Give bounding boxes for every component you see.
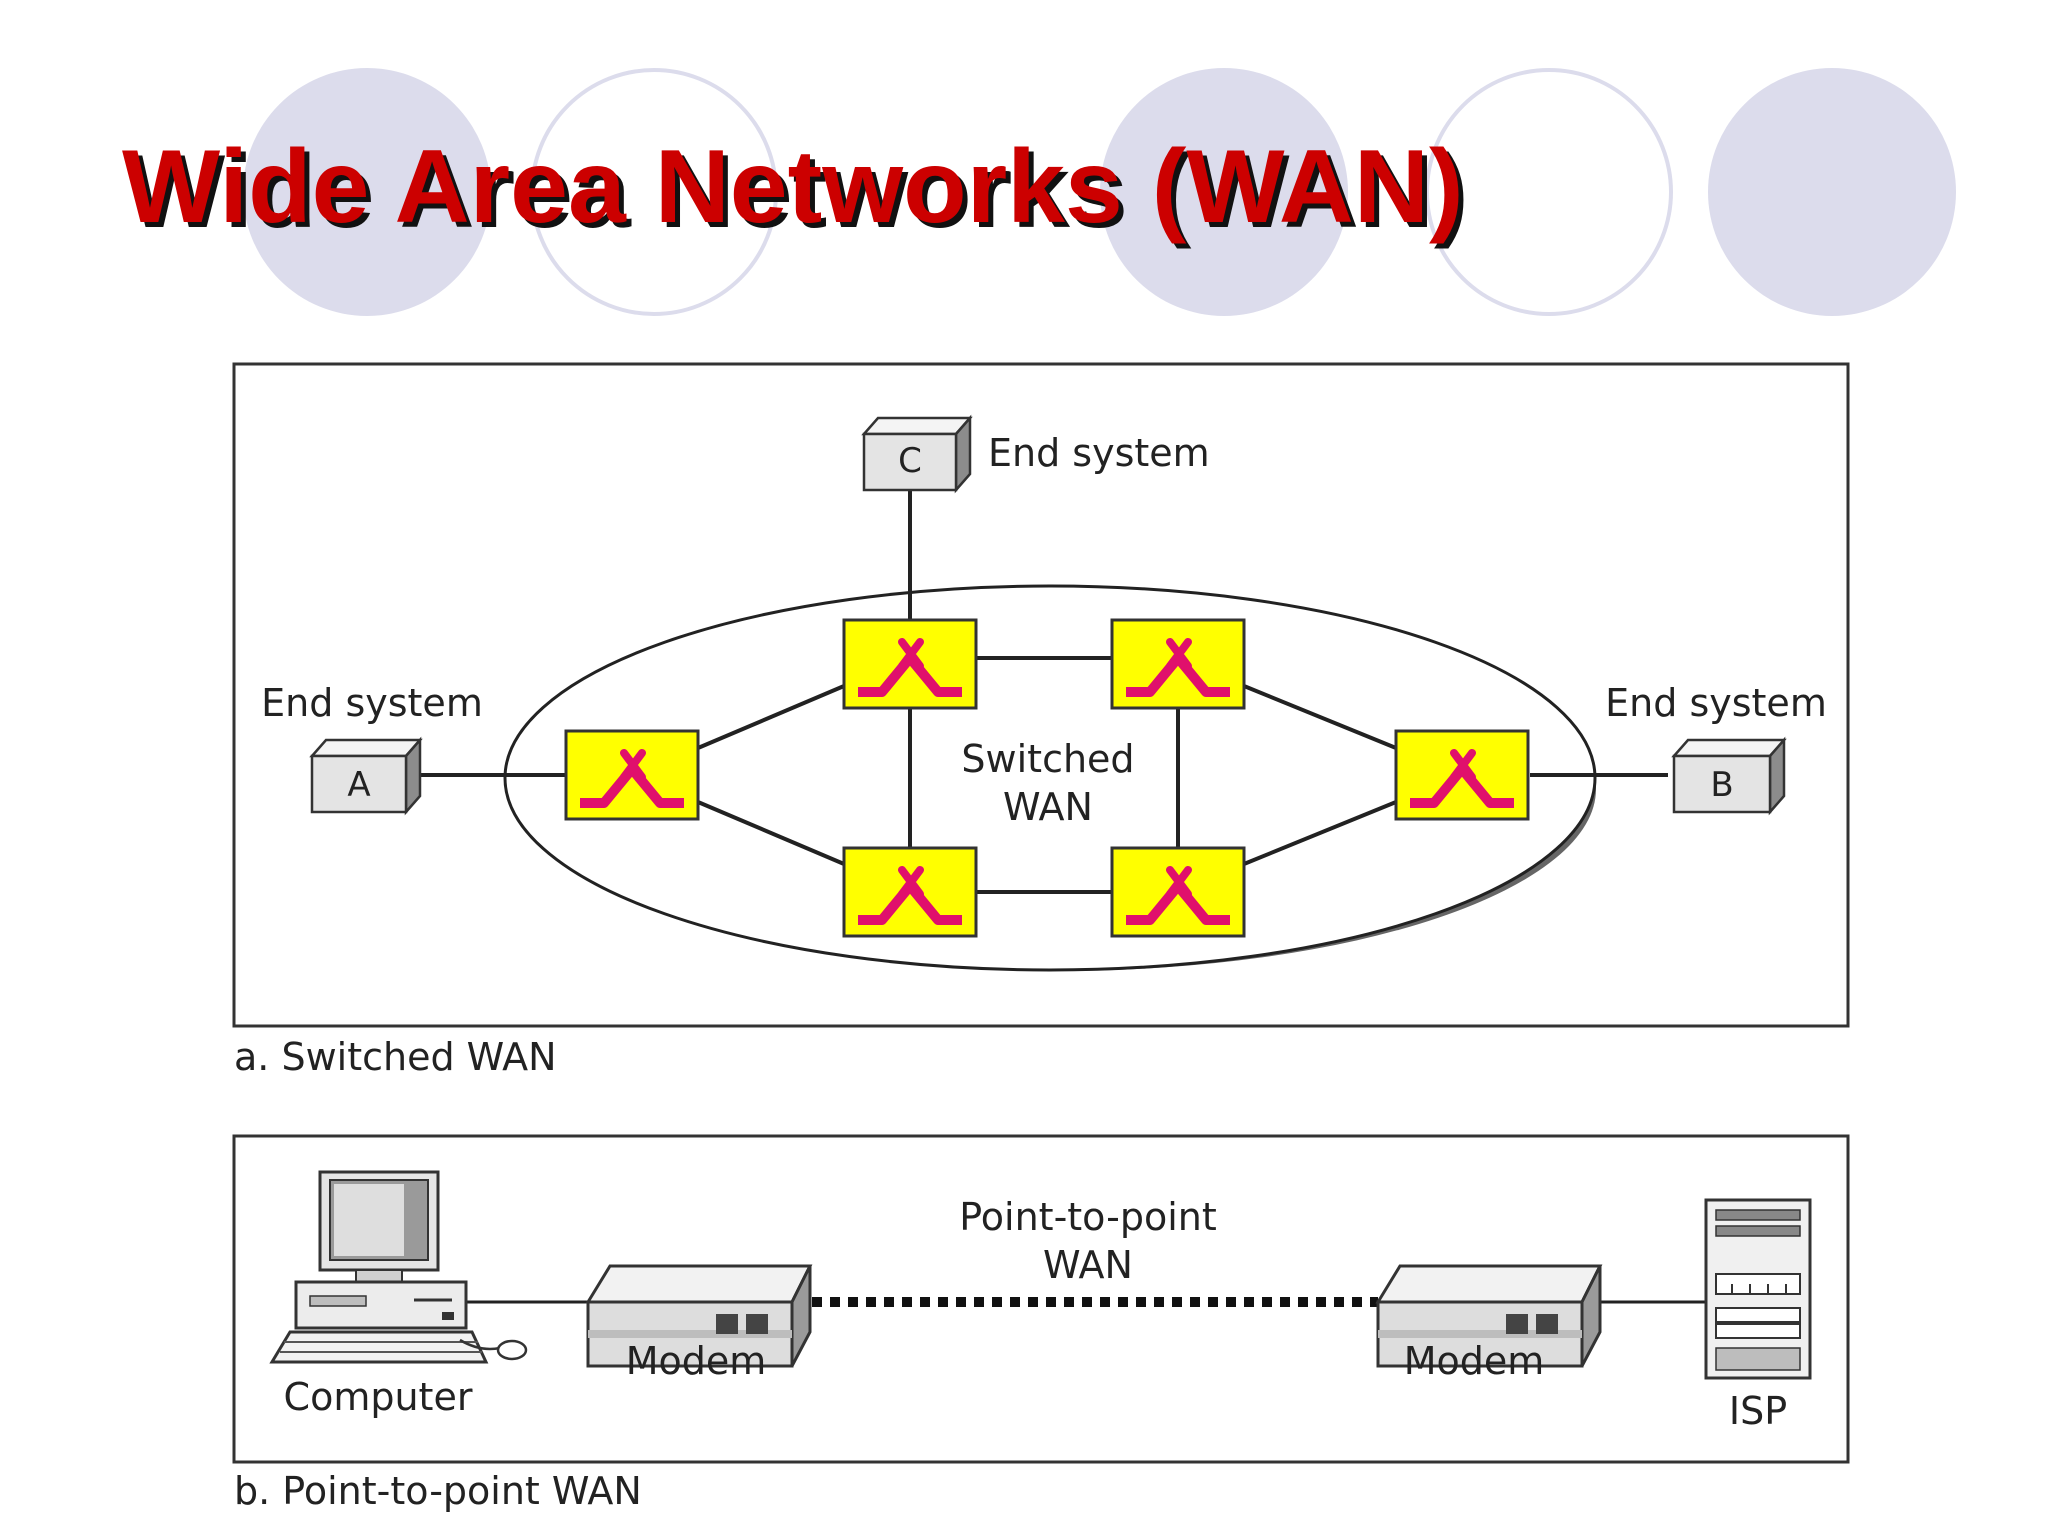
switched-wan-label-2: WAN <box>1003 785 1093 829</box>
wan-cloud <box>503 584 1597 972</box>
switched-wan-label: Switched <box>961 737 1134 781</box>
switch-icon <box>844 620 976 708</box>
switch-icon <box>1112 620 1244 708</box>
decor-circle-3 <box>1100 68 1348 316</box>
end-system-c-label: End system <box>988 431 1210 475</box>
end-system-c: C <box>861 414 973 494</box>
end-system-a-label: End system <box>261 681 483 725</box>
switch-icon <box>1112 848 1244 936</box>
decor-circle-2 <box>530 68 778 316</box>
decor-circle-5 <box>1708 68 1956 316</box>
isp-server-icon <box>1704 1198 1812 1380</box>
end-system-c-id: C <box>898 441 922 481</box>
decor-circle-1 <box>243 68 491 316</box>
computer-icon <box>269 1170 528 1364</box>
switched-wan-panel: C End system A End system B End system S… <box>232 362 1850 1079</box>
end-system-a-id: A <box>347 765 370 805</box>
end-system-b-id: B <box>1710 765 1733 805</box>
modem-right-label: Modem <box>1404 1339 1545 1383</box>
point-to-point-label-2: WAN <box>1043 1243 1133 1287</box>
switch-icon <box>566 731 698 819</box>
end-system-a: A <box>309 736 423 816</box>
page-title: Wide Area Networks (WAN) <box>122 129 1464 245</box>
point-to-point-label: Point-to-point <box>959 1195 1217 1239</box>
point-to-point-panel: Computer Modem Modem ISP Point-to-point … <box>232 1134 1850 1513</box>
switch-icon <box>844 848 976 936</box>
isp-label: ISP <box>1729 1389 1787 1433</box>
point-to-point-caption: b. Point-to-point WAN <box>234 1469 642 1513</box>
switch-icon <box>1396 731 1528 819</box>
computer-label: Computer <box>284 1375 473 1419</box>
end-system-b: B <box>1671 736 1787 816</box>
point-to-point-frame <box>232 1134 1850 1464</box>
switched-links <box>420 490 1668 894</box>
modem-left-label: Modem <box>626 1339 767 1383</box>
switched-wan-caption: a. Switched WAN <box>234 1035 557 1079</box>
decor-circle-4 <box>1425 68 1673 316</box>
end-system-b-label: End system <box>1605 681 1827 725</box>
